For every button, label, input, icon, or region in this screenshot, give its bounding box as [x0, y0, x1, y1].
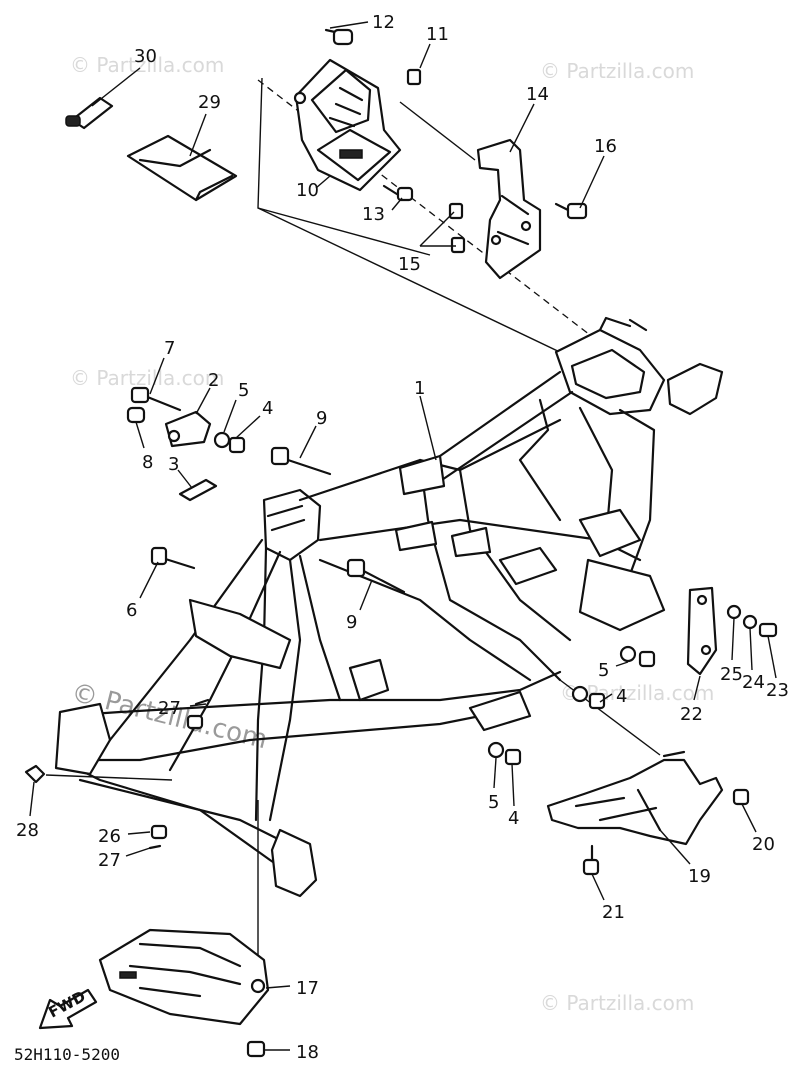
part-17-skid-plate[interactable] [98, 928, 270, 1026]
diagram-part-code: 52H110-5200 [14, 1045, 120, 1064]
part-26-grommet-upper[interactable] [186, 714, 204, 730]
part-28-cap[interactable] [24, 764, 46, 784]
part-9-bolt-lower[interactable] [346, 558, 406, 594]
part-5-washer-right[interactable] [619, 645, 637, 663]
callout-9a: 9 [316, 408, 327, 429]
callout-23: 23 [766, 680, 789, 701]
part-4-nut-right[interactable] [638, 650, 656, 668]
part-23-bolt[interactable] [758, 622, 778, 638]
callout-8: 8 [142, 452, 153, 473]
part-9-bolt-upper[interactable] [270, 446, 332, 476]
dashed-leader [257, 79, 591, 336]
part-6-bolt[interactable] [150, 546, 196, 570]
part-25-washer[interactable] [726, 604, 742, 620]
part-2-collar[interactable] [164, 410, 212, 448]
callout-4a: 4 [262, 398, 273, 419]
fwd-arrow-icon: FWD [38, 987, 98, 1030]
part-13-bolt[interactable] [382, 184, 414, 202]
part-27-pin-lower[interactable] [148, 844, 162, 850]
callout-14: 14 [526, 84, 549, 105]
assembly-line [257, 207, 611, 377]
callout-28: 28 [16, 820, 39, 841]
callout-10: 10 [296, 180, 319, 201]
callout-9b: 9 [346, 612, 357, 633]
part-4-nut-mid[interactable] [588, 692, 606, 710]
part-8-nut[interactable] [126, 406, 146, 424]
part-4-nut[interactable] [228, 436, 246, 454]
part-21-bolt[interactable] [582, 844, 600, 876]
watermark: © Partzilla.com [70, 53, 224, 77]
callout-29: 29 [198, 92, 221, 113]
part-27-pin[interactable] [194, 698, 210, 706]
callout-21: 21 [602, 902, 625, 923]
callout-17: 17 [296, 978, 319, 999]
callout-19: 19 [688, 866, 711, 887]
callout-5b: 5 [598, 660, 609, 681]
part-14-side-bracket[interactable] [476, 138, 542, 280]
part-5-washer-low[interactable] [487, 741, 505, 759]
callout-11: 11 [426, 24, 449, 45]
part-10-upper-bracket[interactable] [293, 58, 402, 192]
part-18-bolt[interactable] [246, 1040, 266, 1058]
callout-6: 6 [126, 600, 137, 621]
callout-13: 13 [362, 204, 385, 225]
callout-26: 26 [98, 826, 121, 847]
part-3-bushing[interactable] [178, 478, 218, 502]
callout-22: 22 [680, 704, 703, 725]
callout-24: 24 [742, 672, 765, 693]
part-29-manual[interactable] [126, 134, 238, 202]
watermark: © Partzilla.com [540, 59, 694, 83]
callout-2: 2 [208, 370, 219, 391]
watermark: © Partzilla.com [70, 366, 224, 390]
callout-5a: 5 [238, 380, 249, 401]
callout-12: 12 [372, 12, 395, 33]
part-1-main-frame[interactable] [54, 316, 724, 898]
watermark: © Partzilla.com [540, 991, 694, 1015]
part-26-grommet[interactable] [150, 824, 168, 840]
callout-15: 15 [398, 254, 421, 275]
callout-20: 20 [752, 834, 775, 855]
callout-30: 30 [134, 46, 157, 67]
callout-16: 16 [594, 136, 617, 157]
callout-7: 7 [164, 338, 175, 359]
callout-leaders [29, 21, 777, 1051]
assembly-line [399, 101, 476, 161]
part-19-rear-guard[interactable] [546, 750, 724, 846]
callout-25: 25 [720, 664, 743, 685]
part-12-bolt[interactable] [324, 28, 354, 46]
callout-1: 1 [414, 378, 425, 399]
part-11-nut[interactable] [406, 68, 422, 86]
part-22-bracket[interactable] [686, 586, 718, 676]
part-7-bolt[interactable] [130, 386, 182, 412]
part-20-nut[interactable] [732, 788, 750, 806]
callout-27a: 27 [158, 698, 181, 719]
callout-3: 3 [168, 454, 179, 475]
callout-5c: 5 [488, 792, 499, 813]
callout-4c: 4 [508, 808, 519, 829]
part-24-washer[interactable] [742, 614, 758, 630]
callout-4b: 4 [616, 686, 627, 707]
callout-18: 18 [296, 1042, 319, 1063]
part-5-washer[interactable] [213, 431, 231, 449]
assembly-line [45, 774, 173, 781]
part-5-washer-mid[interactable] [571, 685, 589, 703]
part-30-clip[interactable] [65, 96, 114, 130]
callout-27b: 27 [98, 850, 121, 871]
callout-numbers: 12 11 30 29 10 13 14 15 16 7 2 5 4 8 3 9… [16, 12, 789, 1063]
part-15-nuts[interactable] [448, 202, 466, 254]
part-16-bolt[interactable] [554, 202, 588, 220]
part-4-nut-low[interactable] [504, 748, 522, 766]
